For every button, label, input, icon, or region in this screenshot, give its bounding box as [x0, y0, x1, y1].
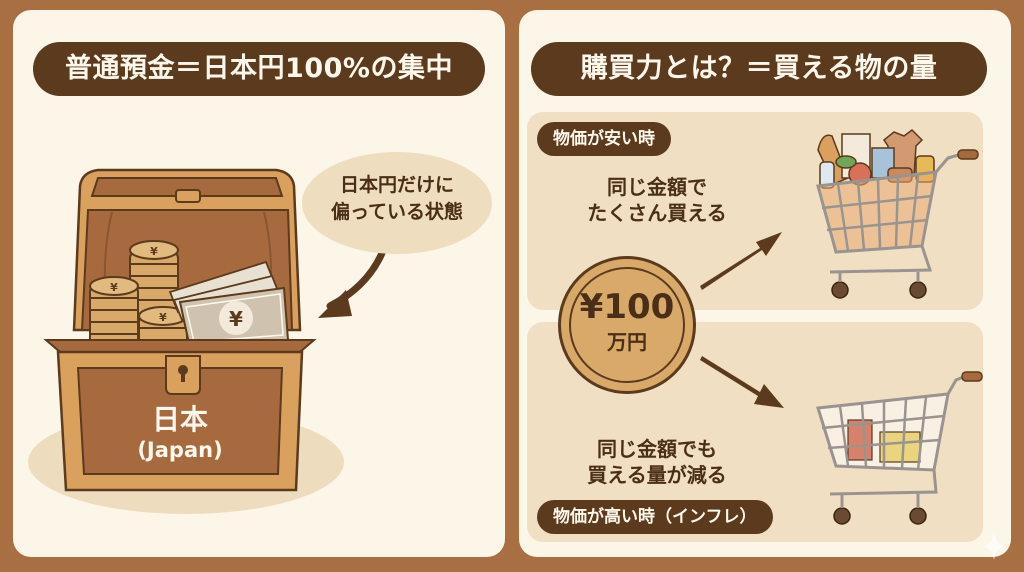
coin-1-million-yen: ¥100 万円 [558, 256, 696, 394]
arrow-up-right-icon [700, 232, 782, 290]
bubble-line-1: 日本円だけに [339, 174, 454, 196]
yen-icon: ¥ [110, 281, 118, 294]
cheap-prices-label: 物価が安い時 [537, 122, 671, 156]
yen-icon: ¥ [229, 307, 243, 331]
inflation-description: 同じ金額でも 買える量が減る [537, 436, 777, 488]
cheap-desc-line-2: たくさん買える [587, 201, 727, 225]
full-shopping-cart-icon [816, 129, 979, 299]
yen-icon: ¥ [159, 311, 167, 324]
coin-unit: 万円 [607, 330, 647, 354]
arrow-down-right-icon [700, 356, 784, 408]
coin-amount: ¥100 [579, 287, 675, 327]
right-panel: 購買力とは？＝買える物の量 物価が安い時 同じ金額で たくさん買える 同じ金額で… [519, 10, 1011, 557]
cheap-prices-description: 同じ金額で たくさん買える [537, 174, 777, 226]
chest-label-english: (Japan) [137, 438, 223, 462]
chest-label-japanese: 日本 [151, 403, 208, 436]
yen-bills: ¥ [168, 260, 290, 350]
speech-bubble: 日本円だけに 偏っている状態 [302, 152, 492, 254]
inflation-label: 物価が高い時（インフレ） [537, 500, 773, 534]
chest-body [43, 339, 317, 492]
savings-title: 普通預金＝日本円100%の集中 [33, 42, 485, 96]
sparkle-icon [984, 532, 1004, 560]
sparse-shopping-cart-icon [816, 371, 983, 525]
yen-icon: ¥ [150, 245, 158, 258]
inflation-desc-line-1: 同じ金額でも [597, 437, 717, 461]
coin-stack-left: ¥ [89, 276, 139, 349]
cheap-desc-line-1: 同じ金額で [607, 175, 707, 199]
purchasing-power-title: 購買力とは？＝買える物の量 [531, 42, 987, 96]
inflation-desc-line-2: 買える量が減る [587, 463, 727, 487]
bubble-line-2: 偏っている状態 [330, 201, 464, 223]
keyhole-icon [178, 365, 188, 375]
